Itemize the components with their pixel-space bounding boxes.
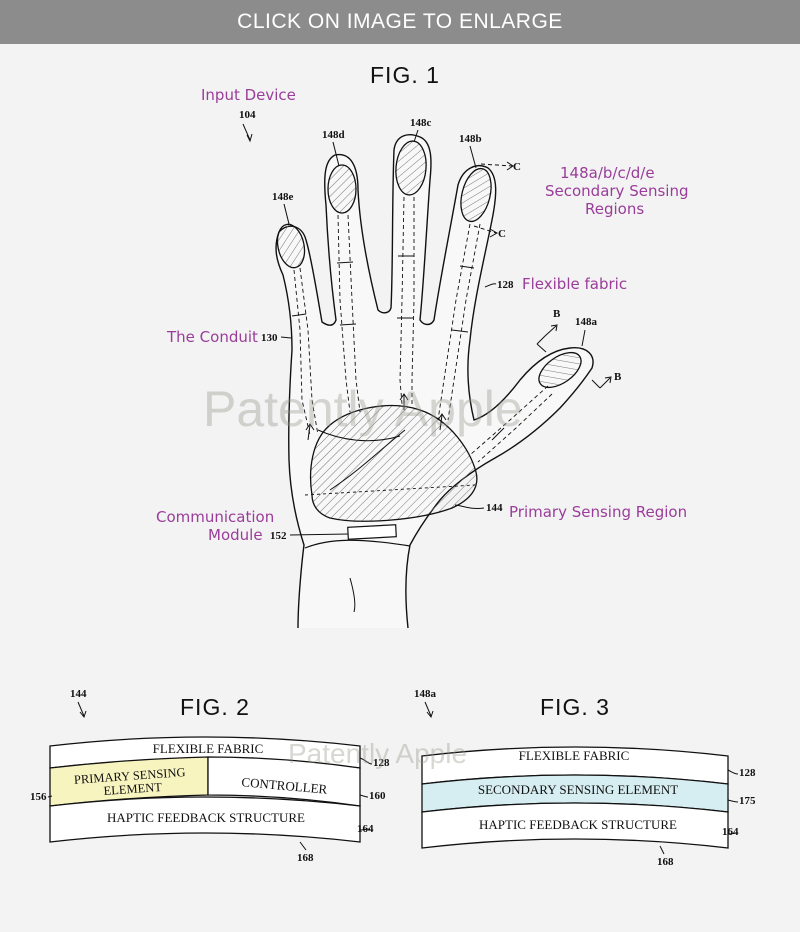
enlarge-banner[interactable]: CLICK ON IMAGE TO ENLARGE [0, 0, 800, 44]
ref-130: 130 [261, 332, 278, 344]
fig2-ref-144: 144 [70, 688, 87, 700]
label-module: Module [208, 526, 263, 544]
ref-b-top: B [553, 308, 561, 320]
ref-148e: 148e [272, 191, 294, 203]
fig3-layer-stack [421, 746, 729, 849]
fig2-ref-128: 128 [373, 757, 390, 769]
ref-152: 152 [270, 530, 287, 542]
fig2-title: FIG. 2 [180, 694, 250, 720]
label-secondary-regions: Regions [585, 200, 645, 218]
fig2-ref-160: 160 [369, 790, 386, 802]
enlarge-banner-text: CLICK ON IMAGE TO ENLARGE [237, 10, 563, 33]
fig3-ref-128: 128 [739, 767, 756, 779]
label-primary-sensing-region: Primary Sensing Region [509, 503, 688, 521]
fig3-secondary-sensing-text: SECONDARY SENSING ELEMENT [478, 782, 678, 797]
label-secondary-sensing: Secondary Sensing [545, 182, 689, 200]
ref-104: 104 [239, 109, 256, 121]
fig2-ref-164: 164 [357, 823, 374, 835]
label-conduit: The Conduit [167, 328, 258, 346]
ref-128: 128 [497, 279, 514, 291]
label-input-device: Input Device [201, 86, 296, 104]
ref-b-right: B [614, 371, 622, 383]
fig3-ref-175: 175 [739, 795, 756, 807]
fig2-haptic-text: HAPTIC FEEDBACK STRUCTURE [107, 810, 305, 825]
ref-148a: 148a [575, 316, 597, 328]
fig2-controller-text: CONTROLLER [241, 774, 328, 796]
label-flexible-fabric: Flexible fabric [522, 275, 628, 293]
fig3-ref-148a: 148a [414, 688, 436, 700]
fig1-title: FIG. 1 [370, 62, 440, 88]
ref-144: 144 [486, 502, 503, 514]
fig2-ref-156: 156 [30, 791, 47, 803]
ref-c-bottom: C [498, 228, 506, 240]
fig3-flexible-fabric-text: FLEXIBLE FABRIC [519, 748, 630, 763]
fig3-ref-164: 164 [722, 826, 739, 838]
fig3-haptic-text: HAPTIC FEEDBACK STRUCTURE [479, 817, 677, 832]
ref-c-top: C [513, 161, 521, 173]
fig2-layer-stack [49, 736, 361, 843]
fig2-ref-168: 168 [297, 852, 314, 864]
fig2-element-text: ELEMENT [103, 780, 163, 798]
label-communication: Communication [156, 508, 275, 526]
ref-148d: 148d [322, 129, 345, 141]
fig3-ref-168: 168 [657, 856, 674, 868]
fig3-title: FIG. 3 [540, 694, 610, 720]
fig2-flexible-fabric-text: FLEXIBLE FABRIC [153, 741, 264, 756]
ref-148c: 148c [410, 117, 432, 129]
ref-148b: 148b [459, 133, 482, 145]
label-secondary-ids: 148a/b/c/d/e [560, 164, 655, 182]
